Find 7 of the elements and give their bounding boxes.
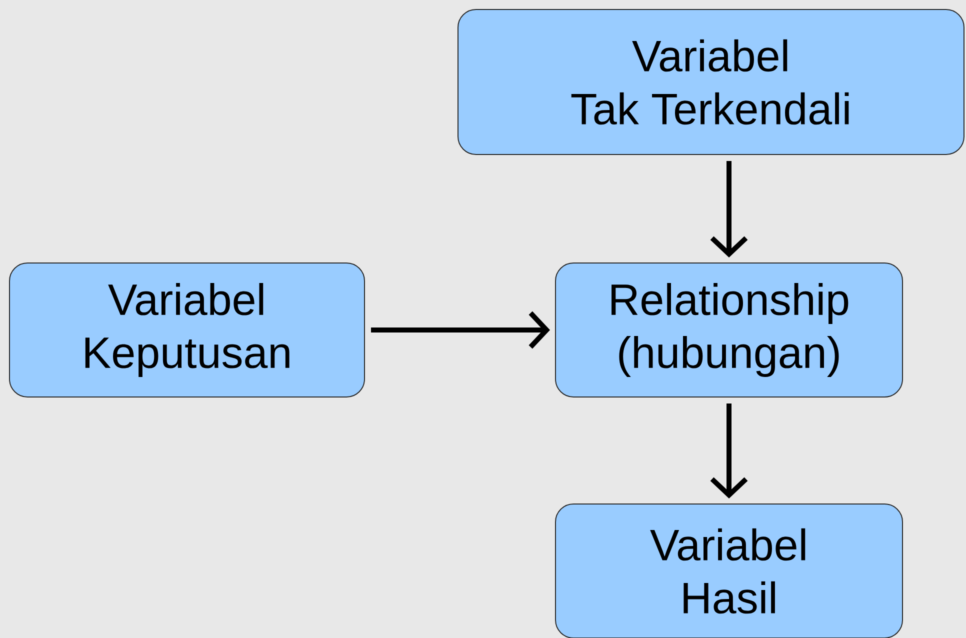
process-box: Variabel Tak Terkendali [458, 9, 964, 155]
process-box: Variabel Hasil [555, 504, 903, 638]
process-box: Variabel Keputusan [9, 262, 365, 398]
arrow [371, 311, 550, 349]
arrow [710, 404, 748, 498]
arrow [710, 161, 748, 258]
process-box: Relationship (hubungan) [555, 262, 903, 398]
